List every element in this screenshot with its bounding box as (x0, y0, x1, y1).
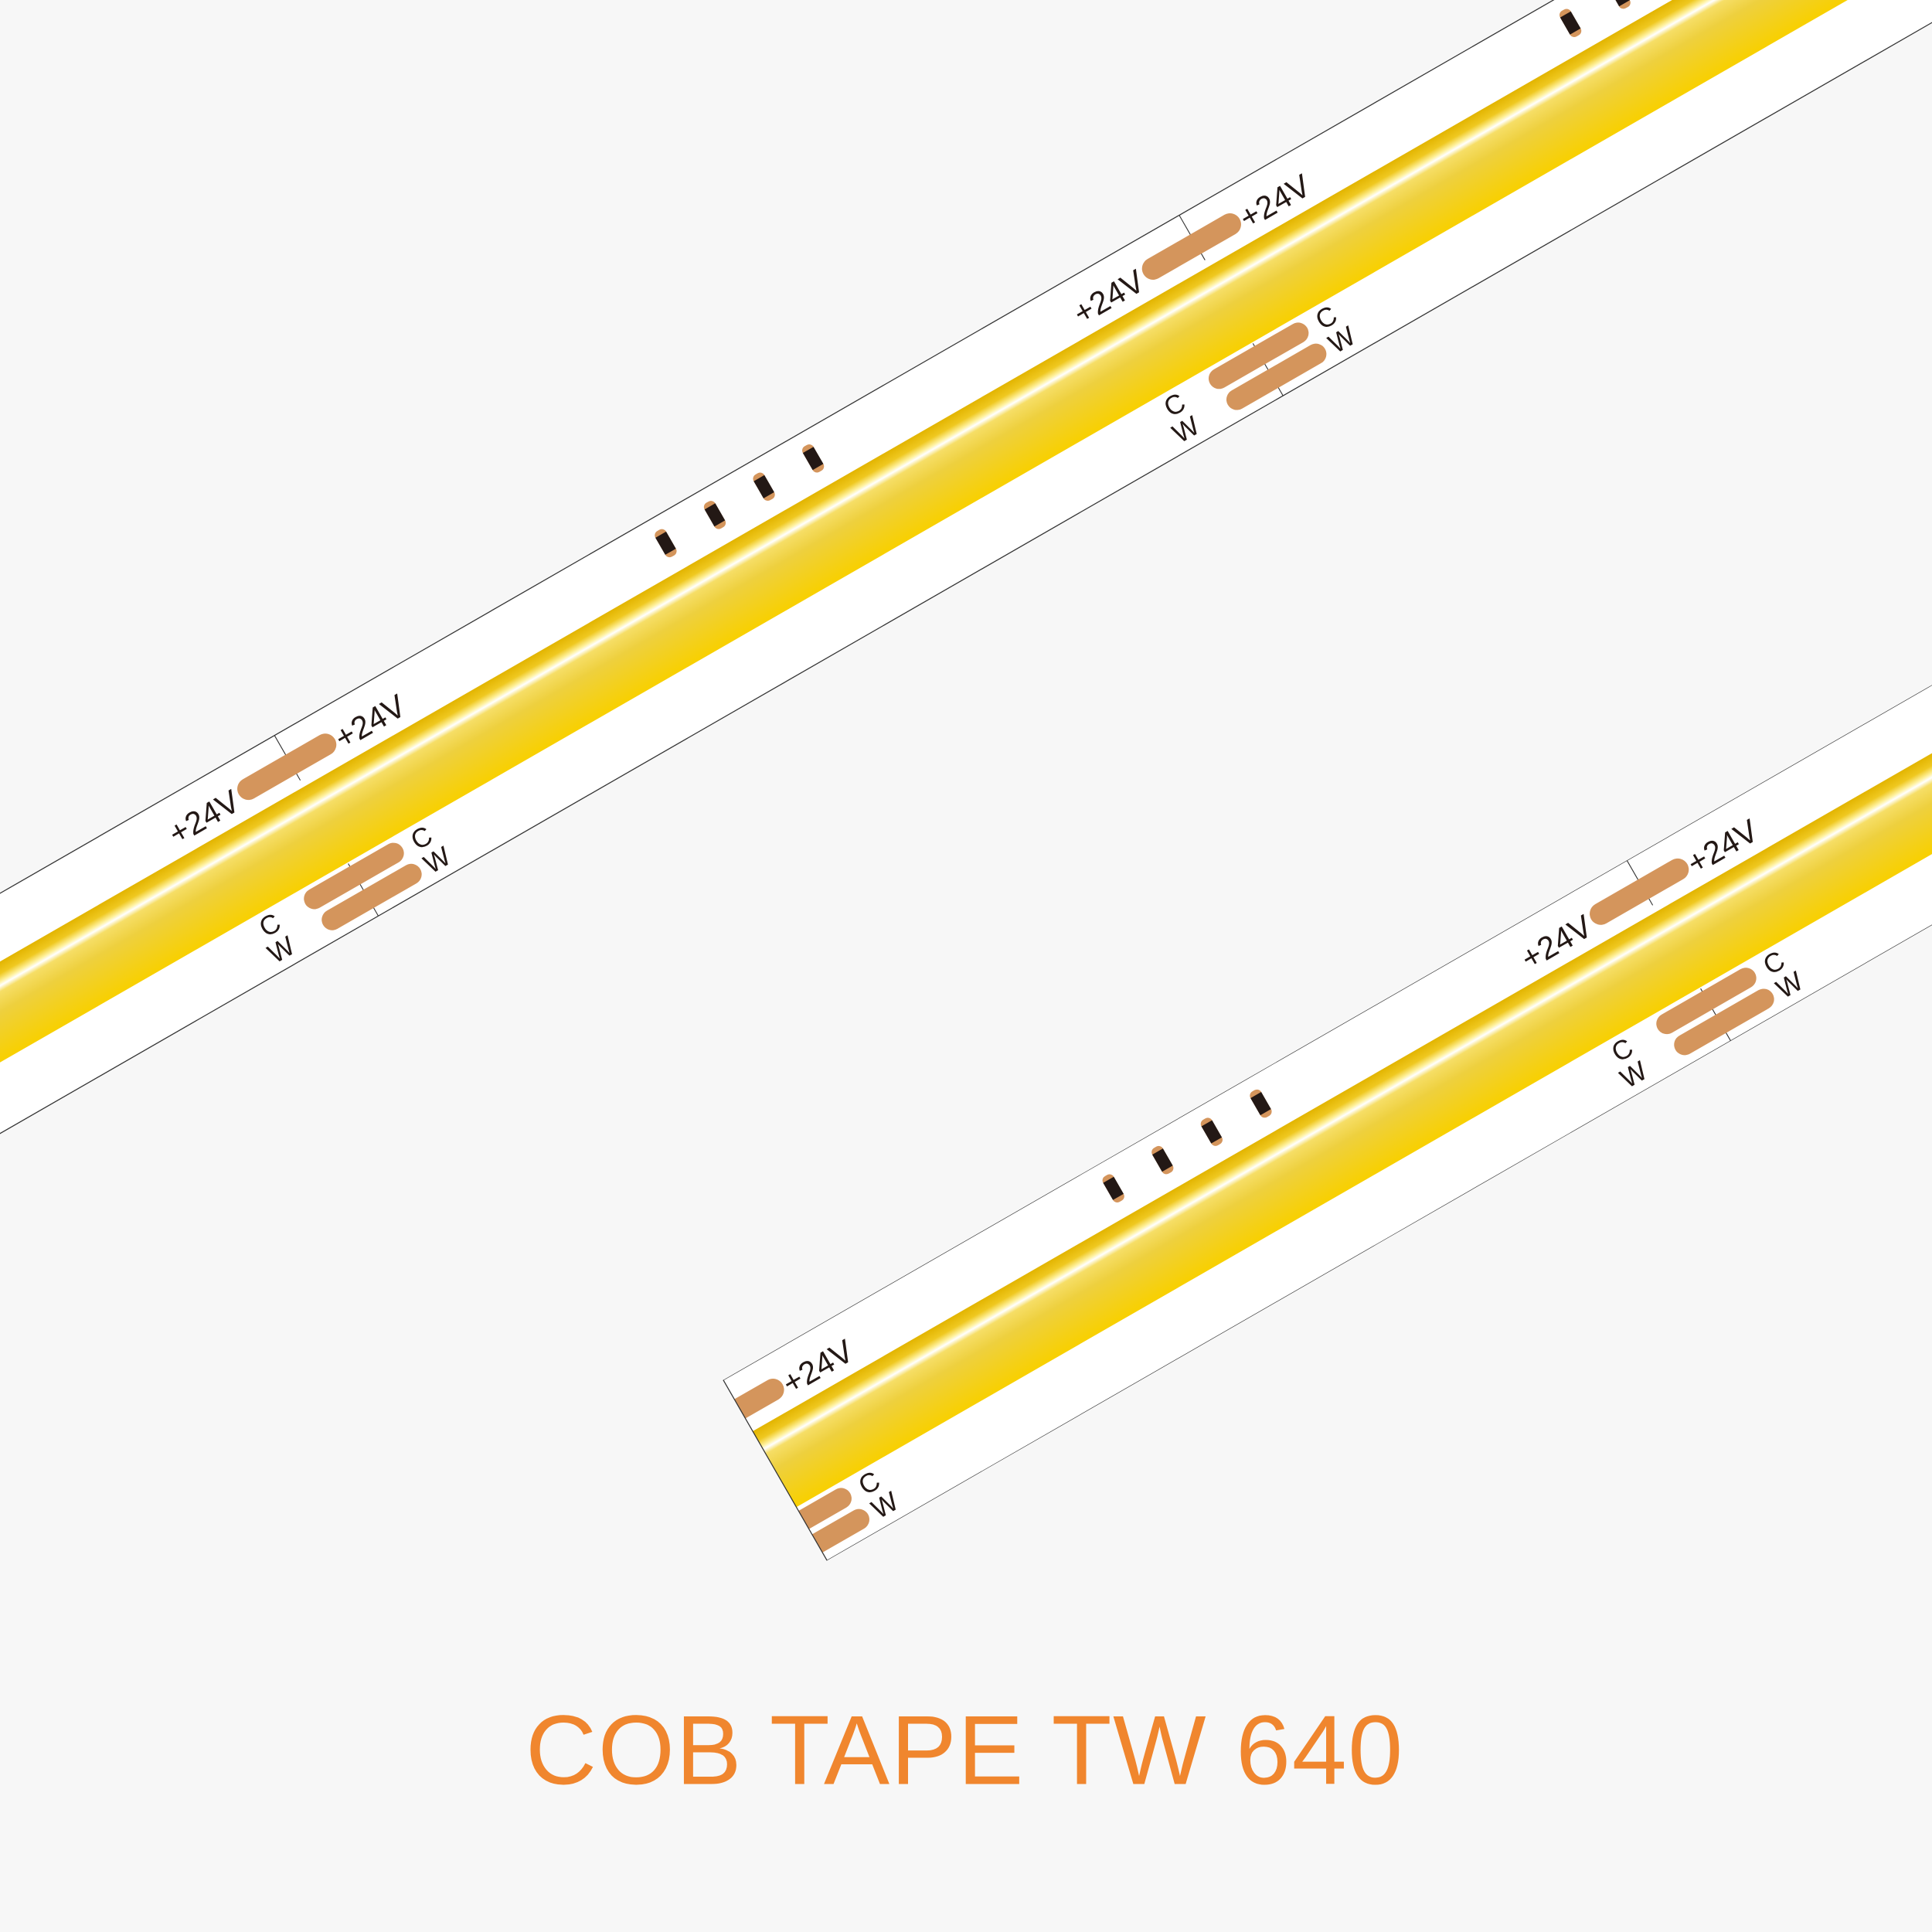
resistor-chip-icon (1559, 9, 1582, 37)
resistor-chip-icon (655, 529, 677, 558)
chip-body (655, 531, 676, 555)
solder-pad-cool (304, 842, 404, 910)
label-voltage-left: +24V (610, 1427, 694, 1497)
cob-phosphor-band (0, 0, 1932, 1451)
resistor-chip-icon (1151, 1145, 1174, 1175)
cob-phosphor-band (753, 571, 1932, 1508)
strip-end-edge (723, 1379, 828, 1561)
resistor-chip-icon (1200, 1117, 1223, 1146)
resistor-chip-icon (1102, 1174, 1124, 1202)
resistor-chip-icon (1608, 0, 1631, 9)
solder-pad-cool (1208, 322, 1309, 389)
chip-body (802, 447, 824, 471)
solder-pad-cool (1656, 968, 1757, 1035)
product-title: COB TAPE TW 640 (526, 1696, 1404, 1806)
led-strip-upper: +24V+24VCWCW+24V+24VCWCW+24V+24VCWCW+24V… (0, 0, 1932, 1505)
solder-pad-warm (1674, 988, 1774, 1056)
strip-edge-top (723, 520, 1932, 1381)
chip-body (704, 503, 726, 527)
solder-pad-power (1590, 858, 1689, 925)
chip-body (1201, 1120, 1223, 1144)
chip-body (753, 474, 774, 498)
chip-body (1103, 1176, 1124, 1200)
solder-pad-warm (321, 863, 422, 930)
solder-pad-power (1141, 213, 1241, 280)
strip-edge-top (0, 0, 1932, 1324)
chip-body (1152, 1148, 1173, 1172)
solder-pad-warm (1226, 343, 1327, 410)
resistor-chip-icon (802, 444, 825, 473)
label-warm-left: W (710, 1576, 747, 1614)
resistor-chip-icon (703, 501, 726, 529)
solder-pad-power (237, 733, 337, 801)
chip-body (1560, 11, 1581, 35)
resistor-chip-icon (753, 472, 775, 502)
resistor-chip-icon (1250, 1089, 1272, 1118)
chip-body (1250, 1092, 1271, 1116)
chip-body (1609, 0, 1630, 7)
label-cool-left: C (702, 1553, 733, 1588)
strip-edge-bottom (0, 0, 1932, 1505)
